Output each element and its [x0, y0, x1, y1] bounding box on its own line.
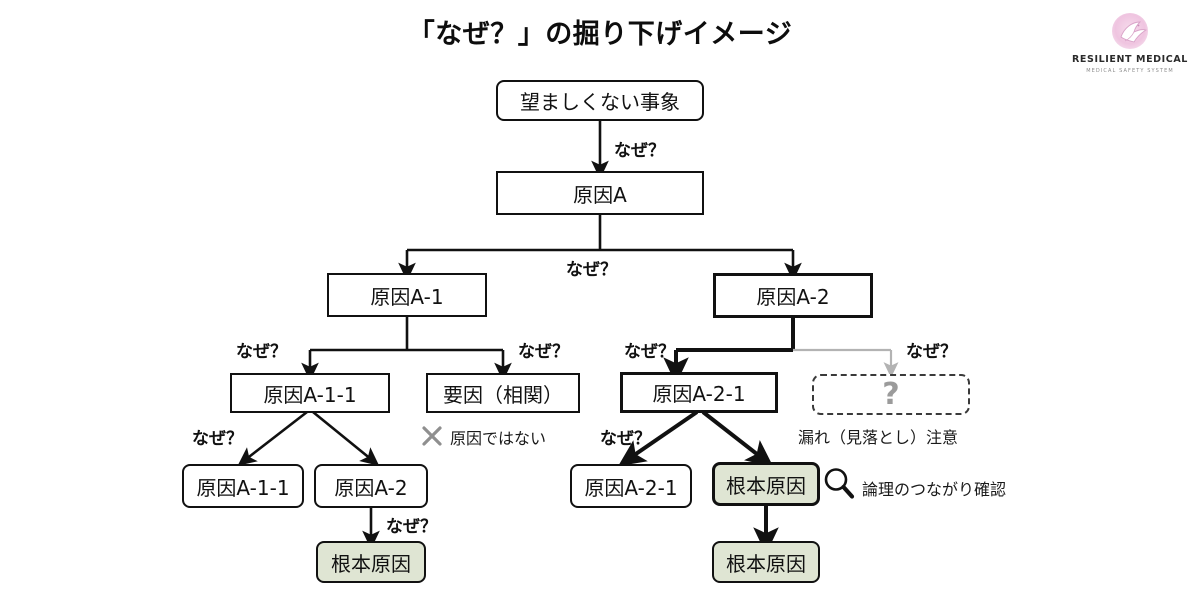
edge-label-why-leaf-a2: なぜ？ — [386, 517, 437, 537]
edge-label-why-a2-1: なぜ？ — [600, 429, 651, 449]
logo-name: RESILIENT MEDICAL — [1072, 54, 1188, 65]
brand-logo: RESILIENT MEDICAL MEDICAL SAFETY SYSTEM — [1068, 12, 1192, 88]
node-leaf-a1-1[interactable]: 原因A-1-1 — [182, 464, 304, 508]
node-undesired-event[interactable]: 望ましくない事象 — [496, 80, 704, 121]
node-cause-a[interactable]: 原因A — [496, 171, 704, 215]
edge-label-why-a2-right: なぜ？ — [906, 342, 957, 362]
node-missing-cause[interactable]: ? — [812, 374, 970, 415]
magnifier-icon — [824, 468, 855, 499]
node-cause-a1[interactable]: 原因A-1 — [327, 273, 487, 317]
edge-label-why-a1-right: なぜ？ — [518, 342, 569, 362]
node-root-cause-right-upper[interactable]: 根本原因 — [712, 462, 820, 506]
edge-label-why-a2-left: なぜ？ — [624, 342, 675, 362]
node-factor-correlation[interactable]: 要因（相関） — [426, 373, 580, 413]
edge-label-why-a1-1: なぜ？ — [192, 429, 243, 449]
edge-label-why-level2: なぜ？ — [566, 260, 617, 280]
node-root-cause-left[interactable]: 根本原因 — [316, 541, 426, 583]
dove-icon — [1108, 12, 1152, 52]
annotation-omission-warning: 漏れ（見落とし）注意 — [798, 428, 959, 447]
node-cause-a2[interactable]: 原因A-2 — [713, 273, 873, 318]
node-leaf-a2-1[interactable]: 原因A-2-1 — [570, 464, 692, 508]
annotation-logic-check: 論理のつながり確認 — [862, 480, 1007, 499]
node-leaf-a2[interactable]: 原因A-2 — [314, 464, 428, 508]
node-cause-a1-1[interactable]: 原因A-1-1 — [230, 373, 390, 413]
dove-glyph — [1120, 21, 1148, 43]
annotation-not-a-cause: 原因ではない — [450, 429, 547, 448]
node-cause-a2-1[interactable]: 原因A-2-1 — [620, 372, 778, 413]
edge-label-why-top: なぜ？ — [614, 141, 665, 161]
logo-tagline: MEDICAL SAFETY SYSTEM — [1086, 68, 1174, 74]
node-root-cause-right-lower[interactable]: 根本原因 — [712, 541, 820, 583]
page-title: 「なぜ？」の掘り下げイメージ — [407, 19, 793, 50]
edge-label-why-a1-left: なぜ？ — [236, 342, 287, 362]
x-mark-icon — [422, 426, 442, 446]
question-mark-label: ? — [882, 377, 900, 412]
